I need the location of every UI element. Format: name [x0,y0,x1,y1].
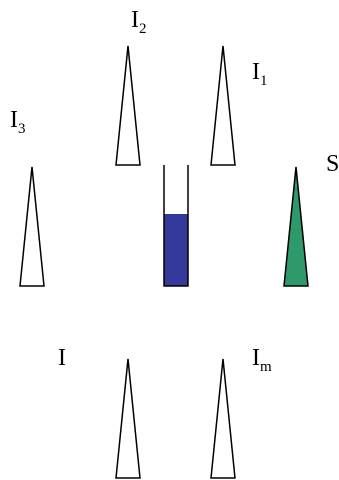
label-i1: I1 [252,59,268,89]
tip-i2 [115,45,141,166]
label-i: I [58,345,66,371]
sample-container [163,165,189,287]
label-s: S [326,151,339,177]
tip-i1 [210,45,236,166]
container-outline [163,165,189,287]
label-i2: I2 [131,7,147,37]
tip-i [115,358,141,479]
label-im: Im [252,345,272,375]
label-i3: I3 [10,107,26,137]
container-liquid [164,214,188,286]
tip-i3 [19,166,45,287]
tip-im [210,358,236,479]
tip-s [283,166,309,287]
